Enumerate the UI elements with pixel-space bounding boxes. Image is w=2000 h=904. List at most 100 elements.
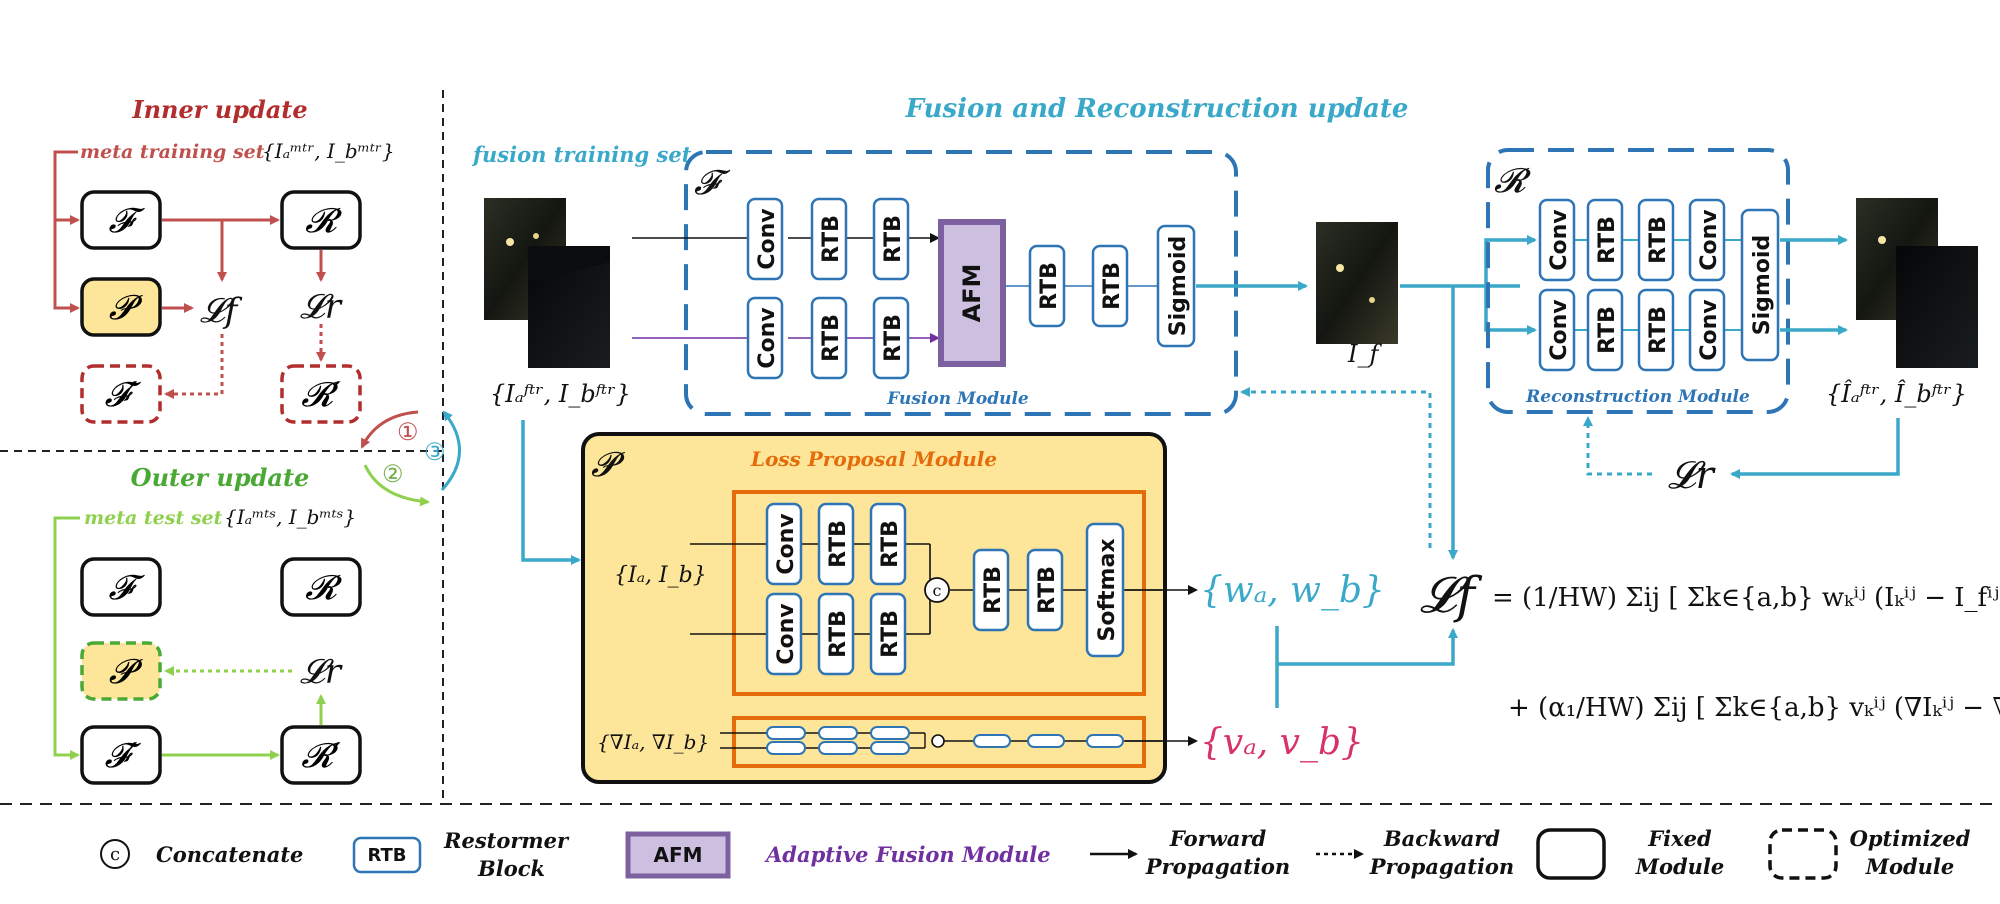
- grad-mini-block: [1086, 734, 1124, 748]
- lpm-concat-node: [924, 577, 950, 603]
- recon-rtb-label-top-2: RTB: [1646, 216, 1671, 264]
- lpm-tail-rtb-label-2: RTB: [1035, 566, 1060, 614]
- recon-conv-block-top-1: [1538, 198, 1576, 282]
- inner-lf-to-fprime-arrow: [164, 334, 224, 399]
- fusion-update-title: Fusion and Reconstruction update: [905, 94, 1409, 124]
- lpm-rtb-block-top-1: [817, 502, 855, 586]
- fusion-module-label: Fusion Module: [886, 389, 1029, 409]
- equation-line-1: = (1/HW) Σij [ Σk∈{a,b} wₖⁱʲ (Iₖⁱʲ − I_f…: [1492, 583, 2000, 613]
- step-3-label: ③: [424, 438, 446, 466]
- recon-conv-label-top-2: Conv: [1697, 209, 1722, 271]
- inner-r-block: [280, 190, 362, 250]
- grad-mini-block: [1027, 734, 1065, 748]
- legend-backward-label-1: Backward: [1383, 826, 1500, 851]
- fusion-tail-rtb-label-2: RTB: [1100, 262, 1125, 310]
- image-light-dot: [1878, 236, 1886, 244]
- lpm-grad-math: {∇Iₐ, ∇I_b}: [597, 730, 709, 754]
- recon-sigmoid-label: Sigmoid: [1750, 235, 1775, 335]
- meta-training-set-math: {Iₐᵐᵗʳ, I_bᵐᵗʳ}: [262, 139, 395, 163]
- legend-concat-symbol: c: [110, 844, 120, 865]
- fusion-rtb-label-top-2: RTB: [881, 215, 906, 263]
- lpm-grad-mini-blocks: [766, 726, 910, 755]
- outer-p-block: [80, 641, 162, 701]
- lpm-title: Loss Proposal Module: [750, 447, 997, 471]
- fusion-tail-rtb-block-1: [1028, 244, 1066, 328]
- afm-label: AFM: [958, 264, 986, 323]
- fusion-tail-rtb-label-1: RTB: [1037, 262, 1062, 310]
- lpm-input-math: {Iₐ, I_b}: [614, 563, 707, 588]
- legend-afm-icon: [625, 831, 731, 879]
- outer-r-block: [280, 557, 362, 617]
- outer-f-prime-symbol: 𝓕′: [105, 736, 142, 776]
- image-light-dot: [1336, 264, 1344, 272]
- lpm-tail-rtb-label-1: RTB: [981, 566, 1006, 614]
- lpm-conv-block-top: [765, 502, 803, 586]
- fusion-conv-block-top: [746, 197, 784, 281]
- inner-update-title: Inner update: [131, 95, 307, 124]
- legend: c Concatenate RTB Restormer Block AFM Ad…: [100, 826, 1971, 881]
- grad-mini-block: [766, 741, 806, 755]
- inner-f-prime-block: [80, 364, 162, 424]
- lpm-rtb-label-bottom-2: RTB: [878, 610, 903, 658]
- inner-update-panel: Inner update meta training set {Iₐᵐᵗʳ, I…: [53, 95, 395, 424]
- fusion-conv-label-bottom: Conv: [755, 307, 780, 369]
- legend-rtb-box-label: RTB: [367, 845, 406, 866]
- lpm-main-branch-frame: [732, 490, 1146, 696]
- recon-rtb-block-bottom-1: [1586, 288, 1624, 372]
- grad-mini-block: [818, 741, 858, 755]
- lpm-v-math: {vₐ, v_b}: [1200, 722, 1364, 763]
- step-2-arrow: [363, 464, 430, 507]
- lpm-rtb-block-top-2: [869, 502, 907, 586]
- equation-lhs: 𝓛f: [1420, 566, 1482, 624]
- legend-concat-icon: [100, 839, 130, 869]
- fusion-tail-row: RTB RTB Sigmoid: [1028, 224, 1196, 348]
- image-light-dot: [533, 233, 539, 239]
- fusion-module-frame: [684, 150, 1238, 416]
- outer-r-prime-block: [280, 725, 362, 785]
- input-image-pair: [484, 198, 610, 368]
- weights-to-lf-arrow: [1277, 628, 1458, 666]
- lpm-softmax-block: [1085, 522, 1125, 658]
- legend-rtb-icon: [352, 836, 422, 874]
- lf-backward-arrow: [1240, 387, 1432, 548]
- outer-r-prime-symbol: 𝓡′: [301, 736, 341, 776]
- inner-p-block: [80, 277, 162, 337]
- recon-rtb-label-bottom-1: RTB: [1595, 306, 1620, 354]
- recon-rtb-label-bottom-2: RTB: [1646, 306, 1671, 354]
- lpm-rtb-label-top-1: RTB: [826, 520, 851, 568]
- legend-fixed-label-1: Fixed: [1647, 826, 1712, 851]
- fusion-conv-block-bottom: [746, 296, 784, 380]
- lpm-rtb-label-bottom-1: RTB: [826, 610, 851, 658]
- meta-test-set-label: meta test set: [84, 507, 223, 529]
- lpm-rtb-label-top-2: RTB: [878, 520, 903, 568]
- recon-top-row: Conv RTB RTB Conv: [1538, 198, 1726, 282]
- grad-mini-block: [973, 734, 1011, 748]
- fusion-tail-rtb-block-2: [1091, 244, 1129, 328]
- legend-forward-label-1: Forward: [1169, 826, 1267, 851]
- input-set-math: {Iₐᶠᵗʳ, I_bᶠᵗʳ}: [490, 380, 631, 408]
- inner-f-block: [80, 190, 162, 250]
- fusion-bottom-row: Conv RTB RTB: [746, 296, 910, 380]
- grad-mini-block: [766, 726, 806, 740]
- fusion-module-symbol: 𝓕: [694, 163, 731, 203]
- step-3-arrow: [440, 410, 461, 491]
- recon-image-b: [1896, 246, 1978, 368]
- inner-r-prime-symbol: 𝓡′: [301, 375, 341, 415]
- fusion-rtb-label-bottom-1: RTB: [819, 314, 844, 362]
- recon-lr-label: 𝓛r: [1668, 453, 1717, 497]
- image-light-dot: [1369, 297, 1375, 303]
- recon-conv-label-top-1: Conv: [1547, 209, 1572, 271]
- fusion-top-row: Conv RTB RTB: [746, 197, 910, 281]
- legend-backward-label-2: Propagation: [1369, 854, 1514, 879]
- inner-lf-label: 𝓛f: [200, 291, 243, 331]
- legend-afm-label: Adaptive Fusion Module: [764, 842, 1051, 867]
- image-light-dot: [506, 238, 514, 246]
- lpm-rtb-block-bottom-1: [817, 592, 855, 676]
- lpm-top-row: Conv RTB RTB: [765, 502, 907, 586]
- equation-line-2: + (α₁/HW) Σij [ Σk∈{a,b} vₖⁱʲ (∇Iₖⁱʲ − ∇…: [1508, 693, 2000, 723]
- recon-module-symbol: 𝓡: [1494, 161, 1532, 201]
- inner-r-prime-block: [280, 364, 362, 424]
- recon-to-lr-arrow: [1730, 418, 1900, 479]
- inner-r-symbol: 𝓡: [305, 201, 343, 241]
- legend-optimized-label-1: Optimized: [1850, 826, 1971, 851]
